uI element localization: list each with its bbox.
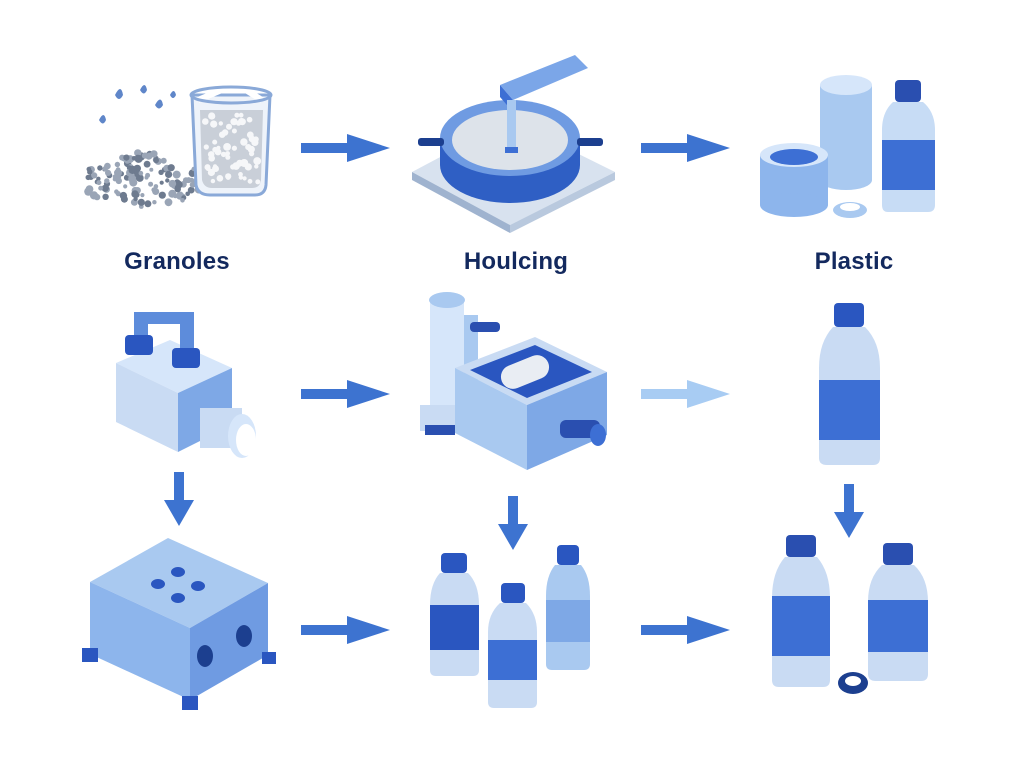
label-houlcing: Houlcing [463, 248, 569, 275]
arrow-molding-to-plastic [641, 134, 730, 162]
arrow-down-extruder [164, 472, 194, 526]
bottles-with-cap-icon [772, 535, 928, 694]
molding-pan-icon [412, 55, 615, 233]
injection-press-icon [420, 292, 607, 470]
arrow-granules-to-molding [301, 134, 390, 162]
arrow-down-press [498, 496, 528, 550]
arrow-bottles-to-final [641, 616, 730, 644]
extruder-machine-icon [116, 312, 256, 458]
arrow-mold-to-bottles [301, 616, 390, 644]
label-plastic: Plastic [814, 248, 894, 275]
bottle-icon [819, 303, 880, 465]
plastic-containers-icon [760, 75, 935, 218]
arrow-extruder-to-press [301, 380, 390, 408]
mold-block-icon [82, 538, 276, 710]
label-granoles: Granoles [124, 248, 230, 275]
arrow-press-to-bottle [641, 380, 730, 408]
arrow-down-bottle [834, 484, 864, 538]
granules-beaker-icon [84, 80, 273, 209]
bottles-group-icon [430, 545, 590, 708]
